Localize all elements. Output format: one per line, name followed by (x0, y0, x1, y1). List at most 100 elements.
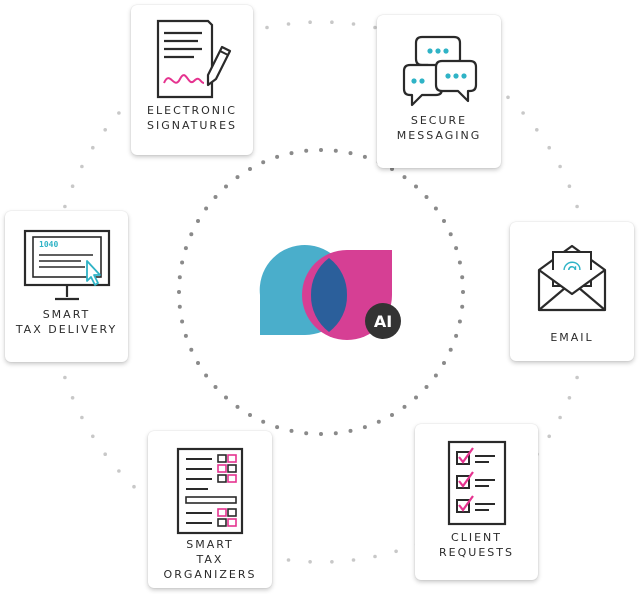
orbit-dot (304, 148, 309, 153)
label-line: EMAIL (550, 331, 594, 344)
orbit-dot (289, 151, 294, 156)
orbit-dot (308, 560, 312, 564)
orbit-dot (558, 164, 562, 169)
logo-overlap-shape (310, 258, 348, 332)
orbit-dot (461, 290, 465, 294)
orbit-dot (103, 128, 107, 132)
label-line: MESSAGING (396, 129, 482, 142)
label-line: SMART (186, 538, 234, 551)
orbit-dot (248, 167, 252, 171)
orbit-dot (80, 164, 84, 169)
card-client-requests[interactable]: CLIENT REQUESTS (415, 424, 538, 580)
orbit-dot (63, 375, 67, 380)
orbit-dot (442, 361, 446, 365)
orbit-dot (547, 434, 551, 439)
orbit-dot (70, 184, 75, 188)
orbit-dot (333, 431, 338, 436)
orbit-dot (91, 434, 95, 439)
card-smart-tax-organizers[interactable]: SMART TAX ORGANIZERS (148, 431, 272, 588)
orbit-dot (70, 396, 75, 400)
orbit-dot (265, 25, 269, 30)
orbit-dot (213, 195, 218, 199)
orbit-dot (402, 404, 407, 409)
orbit-dot (224, 184, 228, 189)
card-label: CLIENT REQUESTS (439, 530, 514, 560)
monitor-1040-icon: 1040 (19, 223, 115, 307)
orbit-dot (433, 373, 438, 378)
orbit-dot (362, 425, 367, 430)
ai-badge-text: AI (374, 312, 392, 331)
orbit-dot (319, 432, 323, 436)
orbit-dot (448, 347, 453, 352)
orbit-dot (177, 275, 182, 280)
orbit-dot (460, 304, 465, 309)
orbit-dot (117, 469, 121, 473)
label-line: TAX ORGANIZERS (163, 553, 257, 581)
orbit-dot (196, 219, 200, 223)
chat-bubbles-icon (396, 27, 482, 113)
orbit-dot (330, 20, 334, 25)
orbit-dot (180, 319, 185, 324)
orbit-dot (213, 385, 218, 389)
card-smart-tax-delivery[interactable]: 1040 SMART TAX DELIVERY (5, 211, 128, 362)
orbit-dot (132, 484, 136, 489)
orbit-dot (177, 290, 181, 294)
orbit-dot (535, 128, 539, 132)
orbit-dot (103, 452, 107, 457)
orbit-dot (457, 260, 462, 265)
orbit-dot (521, 111, 525, 115)
orbit-dot (454, 333, 459, 338)
orbit-dot (414, 395, 418, 400)
orbit-dot (333, 148, 338, 153)
signature-document-icon (150, 17, 234, 103)
orbit-dot (506, 95, 510, 100)
orbit-dot (442, 219, 446, 223)
orbit-dot (390, 413, 394, 417)
orbit-dot (261, 160, 266, 165)
orbit-dot (275, 154, 280, 159)
orbit-dot (424, 195, 429, 199)
label-line: SMART (42, 308, 91, 321)
orbit-dot (235, 404, 240, 409)
orbit-dot (448, 232, 453, 237)
orbit-dot (433, 206, 438, 211)
orbit-dot (351, 22, 356, 26)
orbit-dot (180, 260, 185, 265)
label-line: SECURE (410, 114, 468, 127)
card-secure-messaging[interactable]: SECURE MESSAGING (377, 15, 501, 168)
orbit-dot (330, 560, 334, 564)
label-line: SIGNATURES (147, 119, 237, 132)
orbit-dot (457, 319, 462, 324)
orbit-dot (286, 558, 291, 562)
card-label: SMART TAX DELIVERY (16, 307, 117, 337)
orbit-dot (235, 175, 240, 180)
orbit-dot (117, 111, 121, 115)
form-1040-text: 1040 (39, 240, 58, 249)
ai-badge (365, 303, 401, 339)
orbit-dot (567, 184, 572, 188)
orbit-dot (414, 184, 418, 189)
orbit-dot (394, 549, 398, 554)
orbit-dot (575, 375, 579, 380)
orbit-dot (196, 361, 200, 365)
card-email[interactable]: @ EMAIL (510, 222, 634, 361)
orbit-dot (319, 148, 323, 152)
orbit-dot (248, 413, 252, 417)
organizer-form-icon (168, 443, 252, 537)
orbit-dot (63, 204, 67, 209)
orbit-dot (454, 246, 459, 251)
orbit-dot (183, 246, 188, 251)
orbit-dot (183, 333, 188, 338)
orbit-dot (189, 347, 194, 352)
orbit-dot (275, 425, 280, 430)
orbit-dot (289, 428, 294, 433)
orbit-dot (351, 558, 356, 562)
orbit-dot (575, 204, 579, 209)
card-electronic-signatures[interactable]: ELECTRONIC SIGNATURES (131, 5, 253, 155)
orbit-dot (224, 395, 228, 400)
orbit-dot (204, 206, 209, 211)
card-label: ELECTRONIC SIGNATURES (147, 103, 237, 133)
orbit-dot (567, 396, 572, 400)
card-label: EMAIL (550, 330, 593, 345)
orbit-dot (308, 20, 312, 25)
